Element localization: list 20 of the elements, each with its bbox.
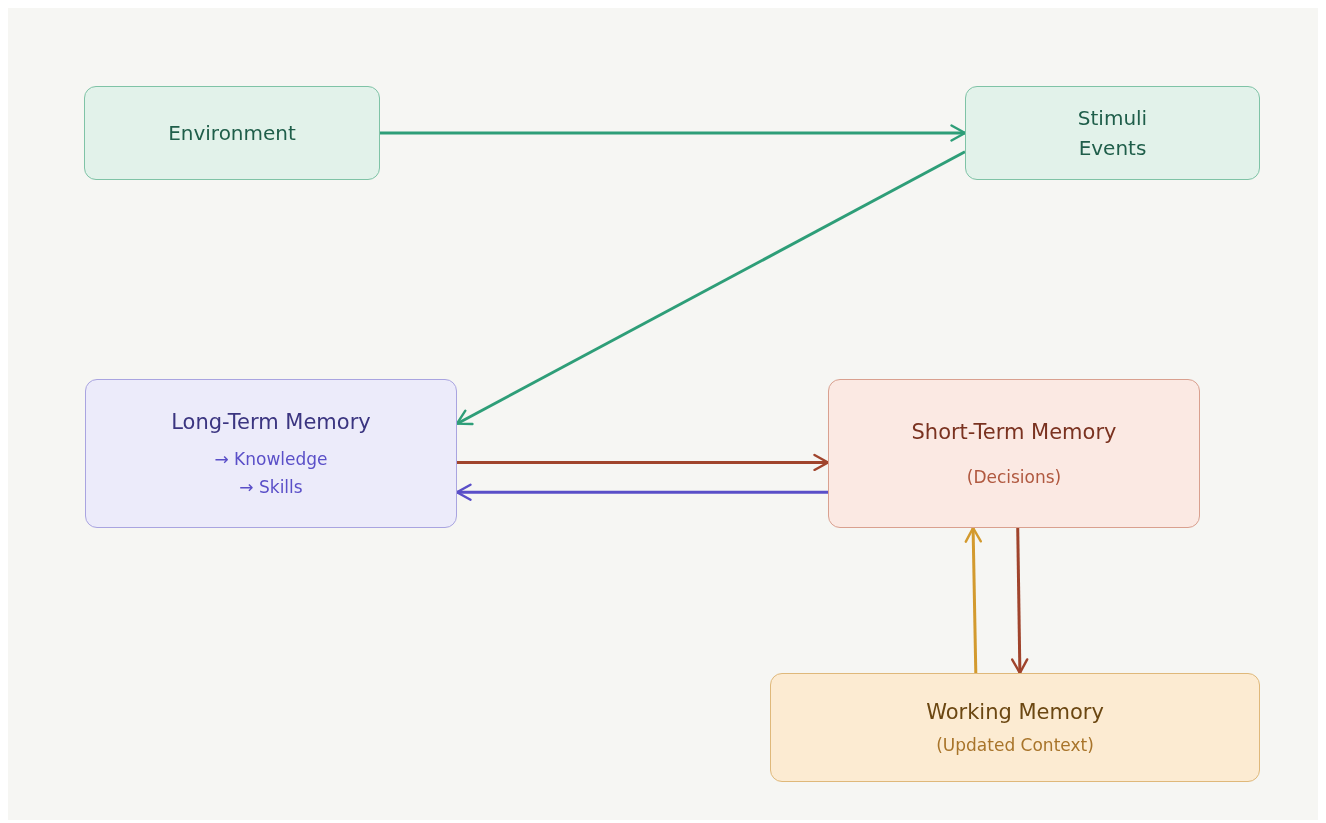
node-title: Environment: [168, 121, 296, 145]
process-box: [965, 86, 1260, 180]
node-title: Short-Term Memory: [911, 419, 1117, 445]
node-subtitle: (Updated Context): [936, 734, 1094, 756]
arrow: [455, 150, 966, 426]
node-title: Working Memory: [926, 699, 1104, 725]
arrow: [964, 526, 983, 674]
node-subtitle: → Knowledge: [214, 448, 328, 470]
process-box: [770, 673, 1260, 782]
node-title: Stimuli Events: [1076, 105, 1149, 162]
node-title: Long-Term Memory: [171, 409, 371, 435]
arrow: [457, 453, 830, 472]
node-subtitle: → Skills: [239, 477, 303, 498]
arrow: [380, 124, 967, 142]
arrow: [455, 483, 828, 501]
process-box: [85, 379, 457, 528]
arrow: [1011, 527, 1029, 675]
node-subtitle: (Decisions): [966, 466, 1062, 488]
process-box: [828, 379, 1200, 528]
process-box: [84, 86, 380, 180]
